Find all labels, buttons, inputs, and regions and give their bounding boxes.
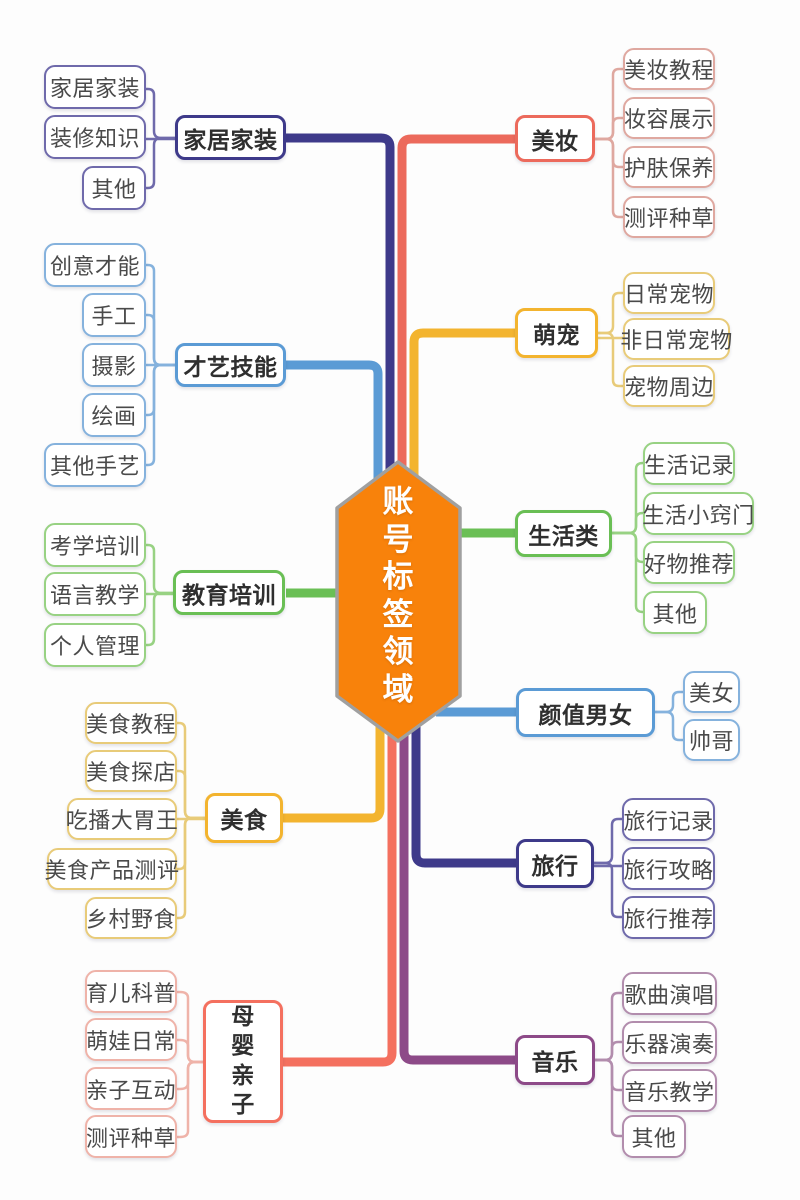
child-node-beauty-1[interactable]: 妆容展示 [623,97,715,139]
child-node-looks-1[interactable]: 帅哥 [683,719,740,761]
child-node-pets-0[interactable]: 日常宠物 [623,272,715,314]
child-node-education-1[interactable]: 语言教学 [44,572,146,616]
center-topic-label: 账号标签领域 [382,484,414,708]
edge-music-child [595,1058,622,1092]
trunk-travel [411,700,517,868]
child-node-home-decor-2[interactable]: 其他 [82,166,146,210]
edge-mother-baby-child [177,1060,203,1139]
edge-beauty-child [595,67,623,141]
child-node-lifestyle-1[interactable]: 生活小窍门 [642,492,754,535]
child-node-education-0[interactable]: 考学培训 [44,523,146,567]
trunk-pets [409,328,516,505]
child-node-travel-2[interactable]: 旅行推荐 [622,896,715,939]
branch-node-mother-baby[interactable]: 母婴亲子 [203,1000,283,1123]
child-node-food-0[interactable]: 美食教程 [85,702,177,744]
child-node-lifestyle-0[interactable]: 生活记录 [643,442,735,485]
branch-node-home-decor[interactable]: 家居家装 [175,115,286,160]
edge-music-child [595,1058,622,1138]
child-node-education-2[interactable]: 个人管理 [44,623,146,667]
child-node-lifestyle-3[interactable]: 其他 [643,591,707,634]
child-node-food-4[interactable]: 乡村野食 [85,897,177,939]
edge-mother-baby-child [177,1038,203,1064]
edge-education-child [146,543,176,595]
edge-beauty-child [595,116,623,141]
child-node-lifestyle-2[interactable]: 好物推荐 [643,541,735,584]
child-node-music-0[interactable]: 歌曲演唱 [622,972,717,1015]
edge-lifestyle-child [612,461,644,535]
branch-node-music[interactable]: 音乐 [515,1035,595,1085]
edge-food-child [177,816,205,920]
edge-music-child [595,1040,622,1062]
edge-beauty-child [595,137,623,219]
edge-talent-skill-child [146,363,176,417]
edge-education-child [146,591,176,647]
branch-node-pets[interactable]: 萌宠 [515,308,598,358]
child-node-beauty-3[interactable]: 测评种草 [623,196,715,238]
edge-music-child [595,991,622,1062]
branch-node-talent-skill[interactable]: 才艺技能 [175,343,286,387]
branch-node-beauty[interactable]: 美妆 [515,115,595,162]
edge-looks-child [655,710,683,742]
edge-pets-child [598,331,623,388]
edge-beauty-child [595,137,623,169]
trunk-music [399,700,516,1065]
trunk-talent-skill [286,360,383,505]
center-topic-hexagon[interactable] [335,460,462,743]
edge-lifestyle-child [612,531,644,614]
branch-node-travel[interactable]: 旅行 [516,839,594,888]
trunk-home-decor [286,133,395,505]
edge-lifestyle-child [612,531,644,564]
child-node-home-decor-0[interactable]: 家居家装 [44,65,146,109]
child-node-travel-0[interactable]: 旅行记录 [622,798,715,841]
child-node-travel-1[interactable]: 旅行攻略 [622,847,715,890]
child-node-food-3[interactable]: 美食产品测评 [45,848,179,890]
child-node-pets-2[interactable]: 宠物周边 [623,365,715,407]
child-node-beauty-0[interactable]: 美妆教程 [623,48,715,90]
child-node-talent-skill-1[interactable]: 手工 [82,293,146,337]
child-node-music-1[interactable]: 乐器演奏 [622,1021,717,1064]
edge-talent-skill-child [146,363,176,467]
branch-node-lifestyle[interactable]: 生活类 [515,510,612,557]
child-node-music-2[interactable]: 音乐教学 [622,1069,717,1112]
child-node-mother-baby-2[interactable]: 亲子互动 [85,1067,177,1110]
edge-looks-child [655,690,683,714]
child-node-looks-0[interactable]: 美女 [683,671,740,713]
edge-travel-child [594,817,622,865]
branch-node-food[interactable]: 美食 [205,793,283,843]
child-node-talent-skill-4[interactable]: 其他手艺 [44,443,146,487]
child-node-food-2[interactable]: 吃播大胃王 [66,798,178,840]
branch-node-education[interactable]: 教育培训 [173,570,285,615]
edge-travel-child [594,861,622,919]
edge-lifestyle-child [612,511,644,535]
child-node-talent-skill-2[interactable]: 摄影 [82,343,146,387]
branch-node-looks[interactable]: 颜值男女 [516,688,655,737]
child-node-music-3[interactable]: 其他 [622,1115,686,1158]
child-node-food-1[interactable]: 美食探店 [85,750,177,792]
edge-mother-baby-child [177,1060,203,1091]
child-node-talent-skill-3[interactable]: 绘画 [82,393,146,437]
child-node-talent-skill-0[interactable]: 创意才能 [44,243,146,287]
child-node-beauty-2[interactable]: 护肤保养 [623,146,715,188]
edge-home-decor-child [146,136,176,190]
edge-food-child [177,816,205,871]
trunk-mother-baby [282,700,397,1067]
child-node-home-decor-1[interactable]: 装修知识 [44,115,146,159]
child-node-mother-baby-0[interactable]: 育儿科普 [85,970,177,1013]
child-node-mother-baby-1[interactable]: 萌娃日常 [85,1018,177,1061]
edge-talent-skill-child [146,313,176,367]
edge-food-child [177,769,205,820]
edge-mother-baby-child [177,990,203,1064]
child-node-pets-1[interactable]: 非日常宠物 [620,318,732,360]
edge-pets-child [598,291,623,335]
trunk-beauty [397,134,516,505]
trunk-food [282,700,385,823]
child-node-mother-baby-3[interactable]: 测评种草 [85,1115,177,1158]
edge-home-decor-child [146,87,176,140]
